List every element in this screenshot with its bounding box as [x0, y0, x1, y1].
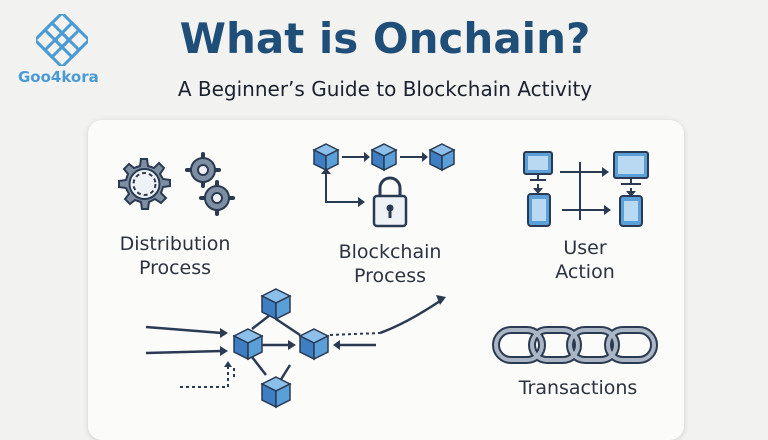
section-transactions-label: Transactions — [518, 377, 638, 399]
section-user-action-label: User Action — [555, 237, 615, 283]
logo-knot-icon — [36, 14, 88, 66]
block-network-icon — [145, 288, 446, 408]
gears-icon — [118, 152, 235, 216]
chain-link-icon — [492, 326, 658, 364]
page-title: What is Onchain? — [179, 14, 591, 63]
devices-icon — [523, 151, 649, 227]
brand-logo: Goo4kora — [16, 14, 116, 86]
page-subtitle: A Beginner’s Guide to Blockchain Activit… — [177, 77, 593, 101]
section-distribution-label: Distribution Process — [119, 233, 231, 279]
blocks-lock-icon — [313, 143, 455, 228]
section-blockchain-label: Blockchain Process — [338, 241, 442, 287]
brand-name: Goo4kora — [18, 68, 99, 86]
